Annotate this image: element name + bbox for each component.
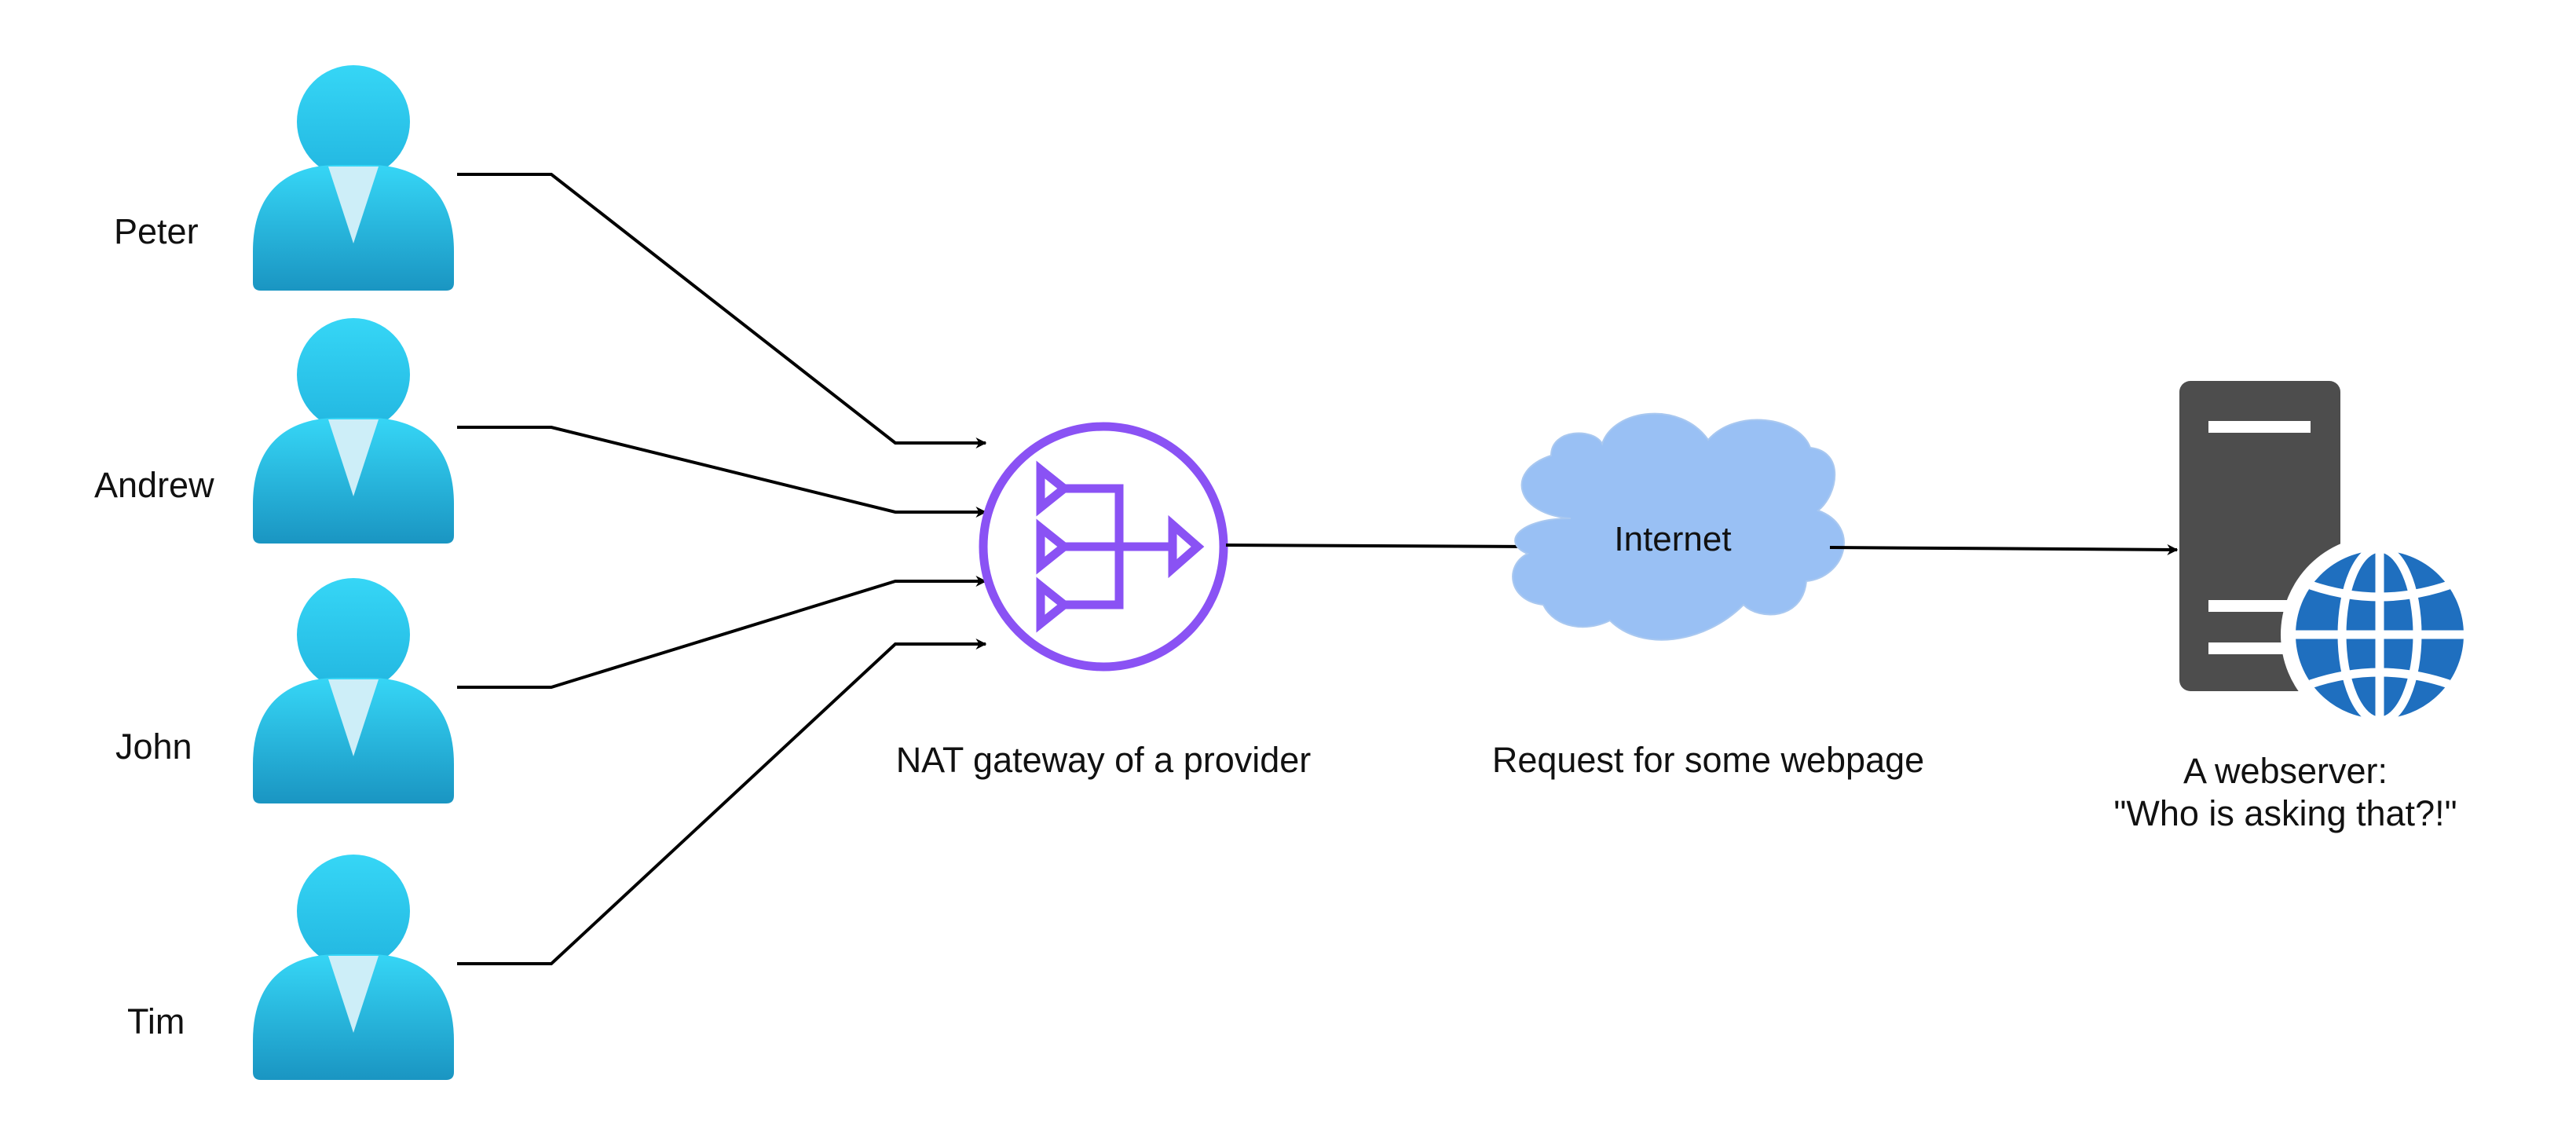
connector-internet-webserver [1829,544,2179,555]
user-icon-peter [253,65,454,291]
cloud-icon [1512,412,1845,641]
user-label-tim: Tim [127,1001,185,1041]
connector-andrew [457,426,987,518]
connector-tim [457,639,987,965]
user-label-john: John [115,727,192,767]
webserver-label-line2: "Who is asking that?!" [2113,793,2457,833]
globe-icon [2281,536,2479,734]
internet-caption: Request for some webpage [1491,740,1925,780]
user-icon-john [253,578,454,803]
user-label-peter: Peter [114,211,199,251]
internet-label: Internet [1614,520,1732,558]
user-connectors [457,173,987,965]
connector-john [457,576,987,689]
connector-peter [457,173,987,448]
nat-gateway-icon [979,422,1228,672]
webserver-globe-icon [2179,381,2479,734]
user-icon-tim [253,855,454,1080]
nat-gateway-label: NAT gateway of a provider [895,740,1312,780]
webserver-label: A webserver: "Who is asking that?!" [2011,750,2560,835]
user-icon-andrew [253,318,454,544]
webserver-label-line1: A webserver: [2183,751,2388,791]
user-label-andrew: Andrew [94,465,214,505]
connector-nat-internet [1225,544,1532,548]
